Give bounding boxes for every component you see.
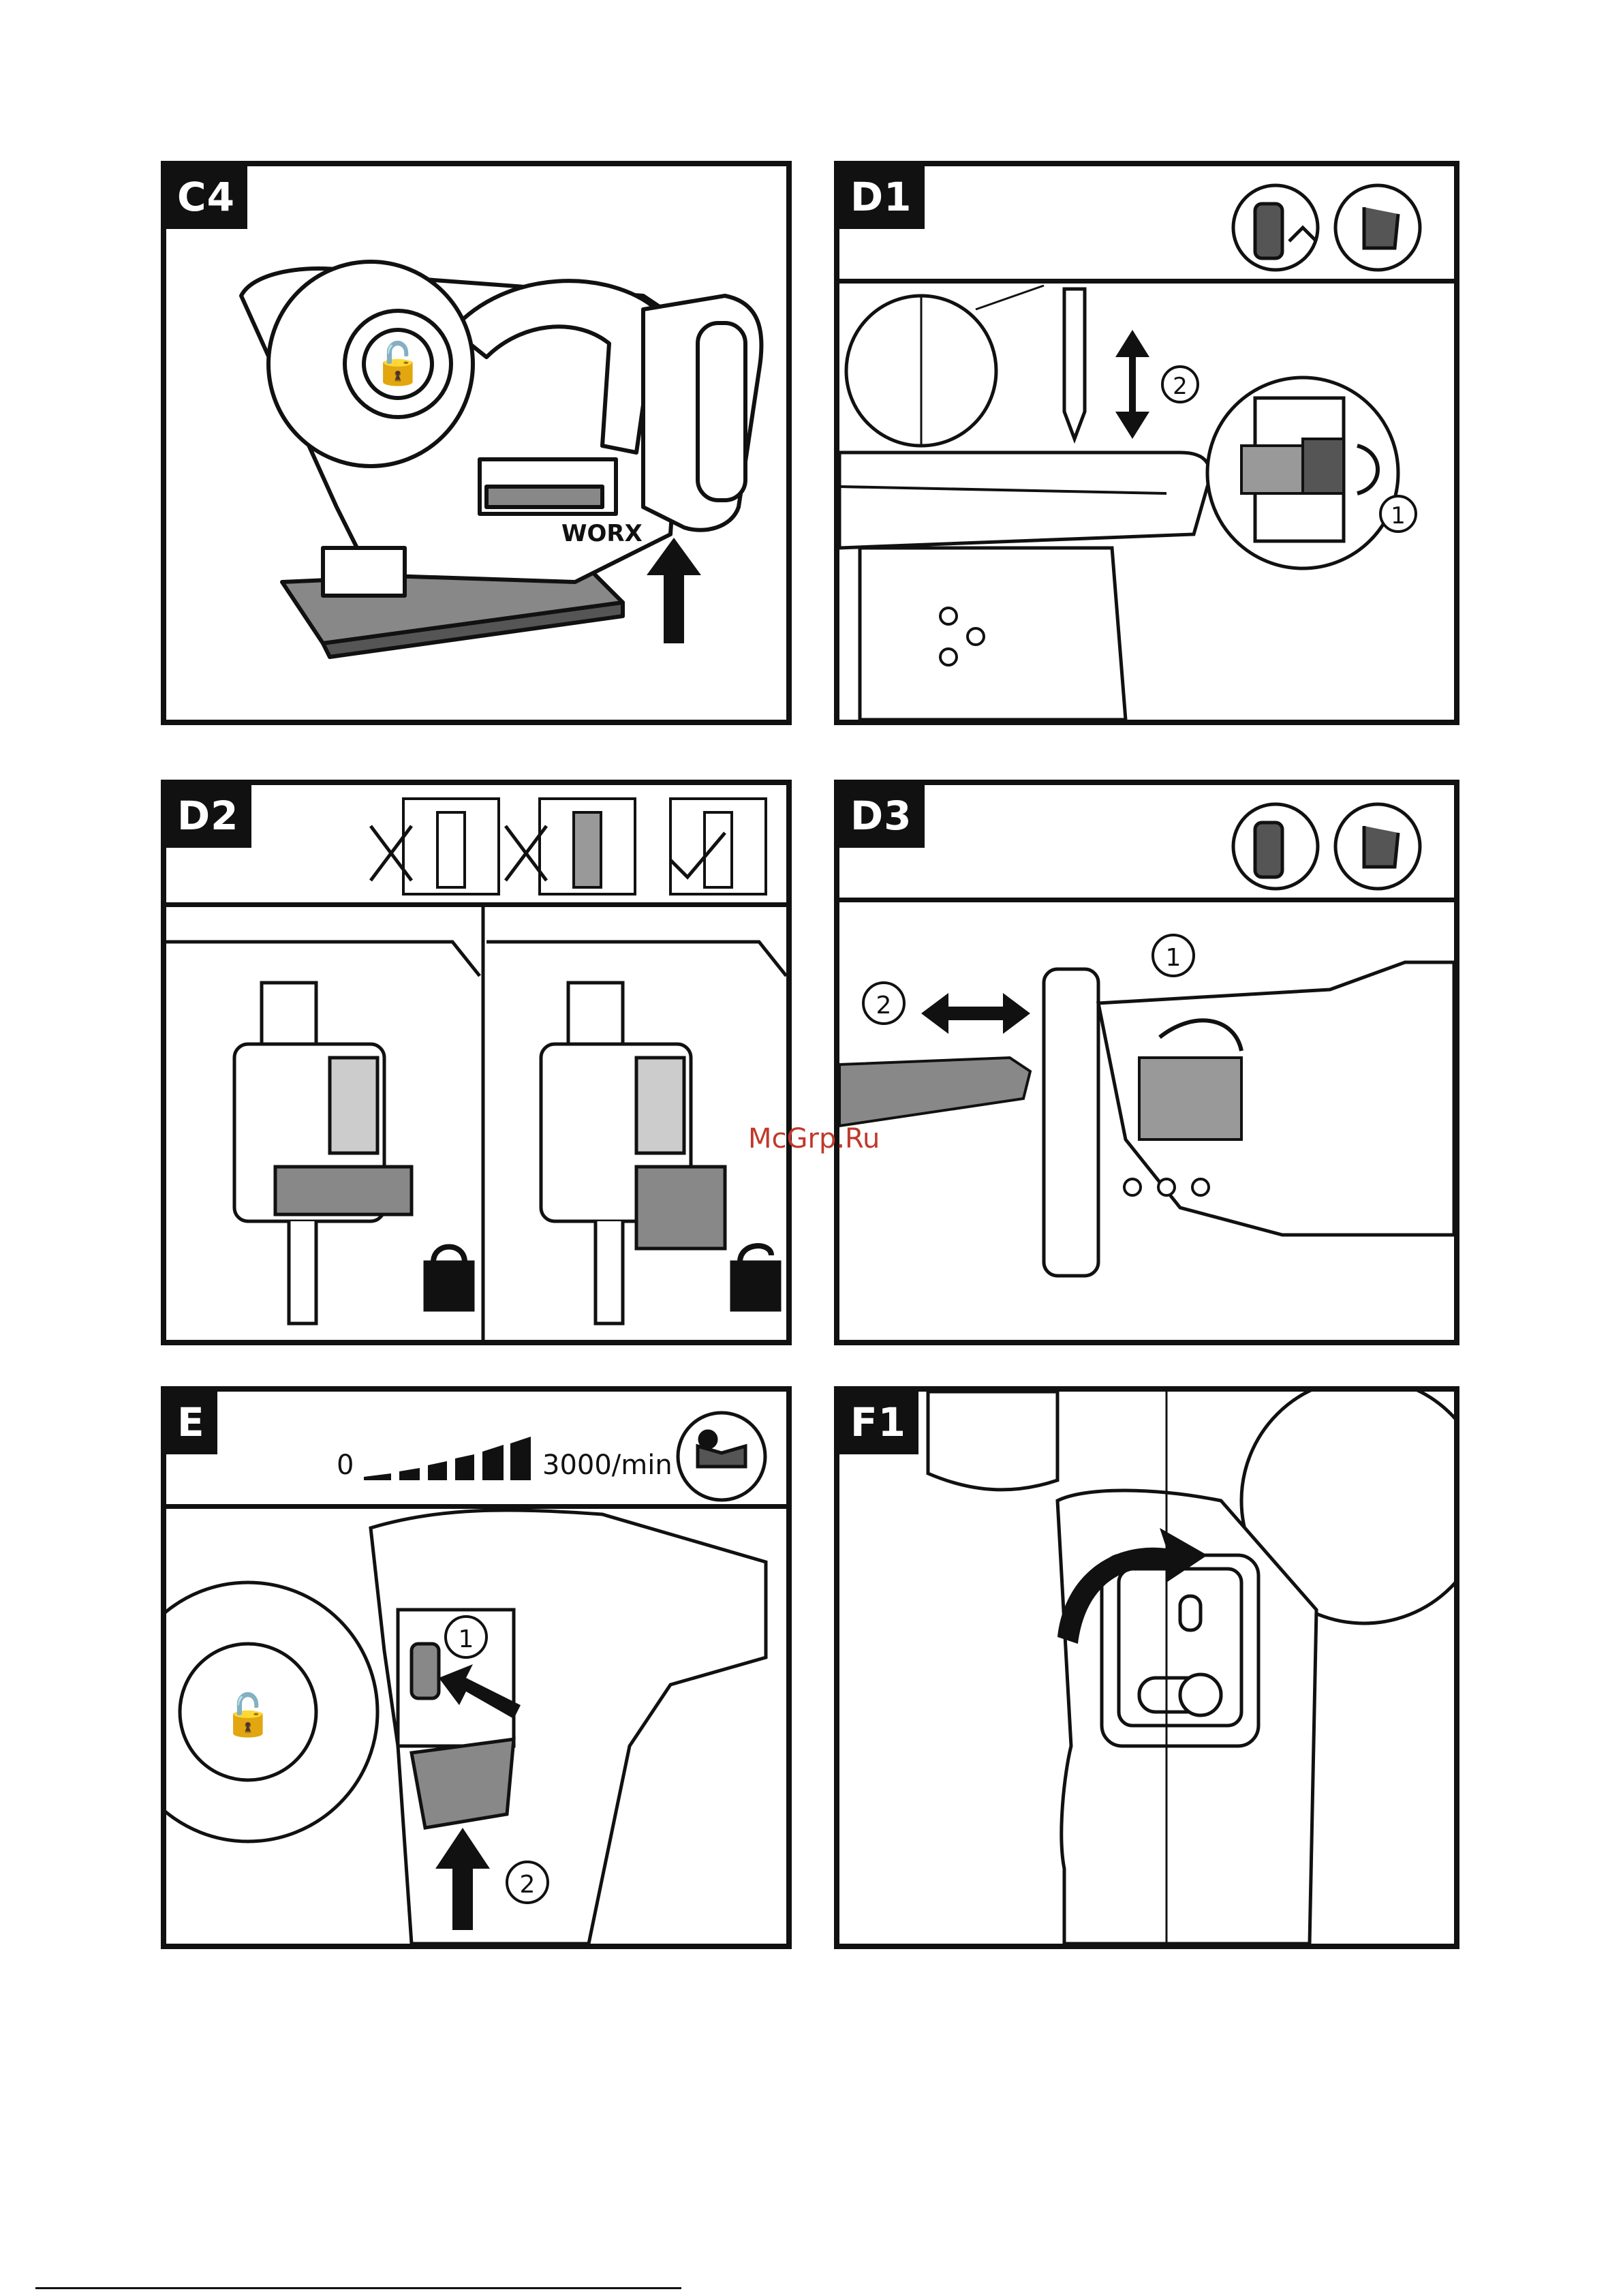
speed-scale-icon [364,1437,531,1480]
gloves-icon [1335,804,1420,889]
double-arrow-vertical-icon [1115,330,1149,439]
svg-text:2: 2 [520,1871,536,1899]
switch-illustration: 🔓 1 2 [166,1392,786,1944]
brand-label: WORX [561,520,643,547]
gloves-icon [1335,185,1420,270]
watermark: McGrp.Ru [748,1123,880,1154]
svg-text:🔓: 🔓 [373,340,424,388]
svg-text:1: 1 [1166,944,1181,972]
svg-text:2: 2 [1173,373,1188,400]
panel-f1: F1 [834,1386,1459,1949]
arrow-up-icon [647,538,701,643]
svg-text:2: 2 [876,992,892,1020]
read-manual-icon [678,1413,765,1500]
blade-type-illustration [166,785,786,1340]
svg-text:1: 1 [459,1625,474,1653]
footer-rule [35,2287,681,2289]
saber-blade-illustration: 2 1 [839,785,1454,1340]
battery-removal-icon [1233,804,1318,889]
panel-d1: D1 2 1 [834,161,1459,725]
svg-text:1: 1 [1391,502,1406,530]
panel-c4: C4 🔓 WORX [161,161,792,725]
battery-removal-icon [1233,185,1318,270]
lock-switch-illustration [839,1392,1454,1944]
double-arrow-horizontal-icon [921,993,1030,1034]
jigsaw-illustration: 🔓 WORX [166,166,786,720]
blade-install-illustration: 2 1 [839,166,1454,720]
panel-e: E 0 3000/min 🔓 1 [161,1386,792,1949]
panel-d2: D2 [161,780,792,1345]
panel-d3: D3 2 1 [834,780,1459,1345]
svg-text:🔓: 🔓 [223,1692,274,1739]
